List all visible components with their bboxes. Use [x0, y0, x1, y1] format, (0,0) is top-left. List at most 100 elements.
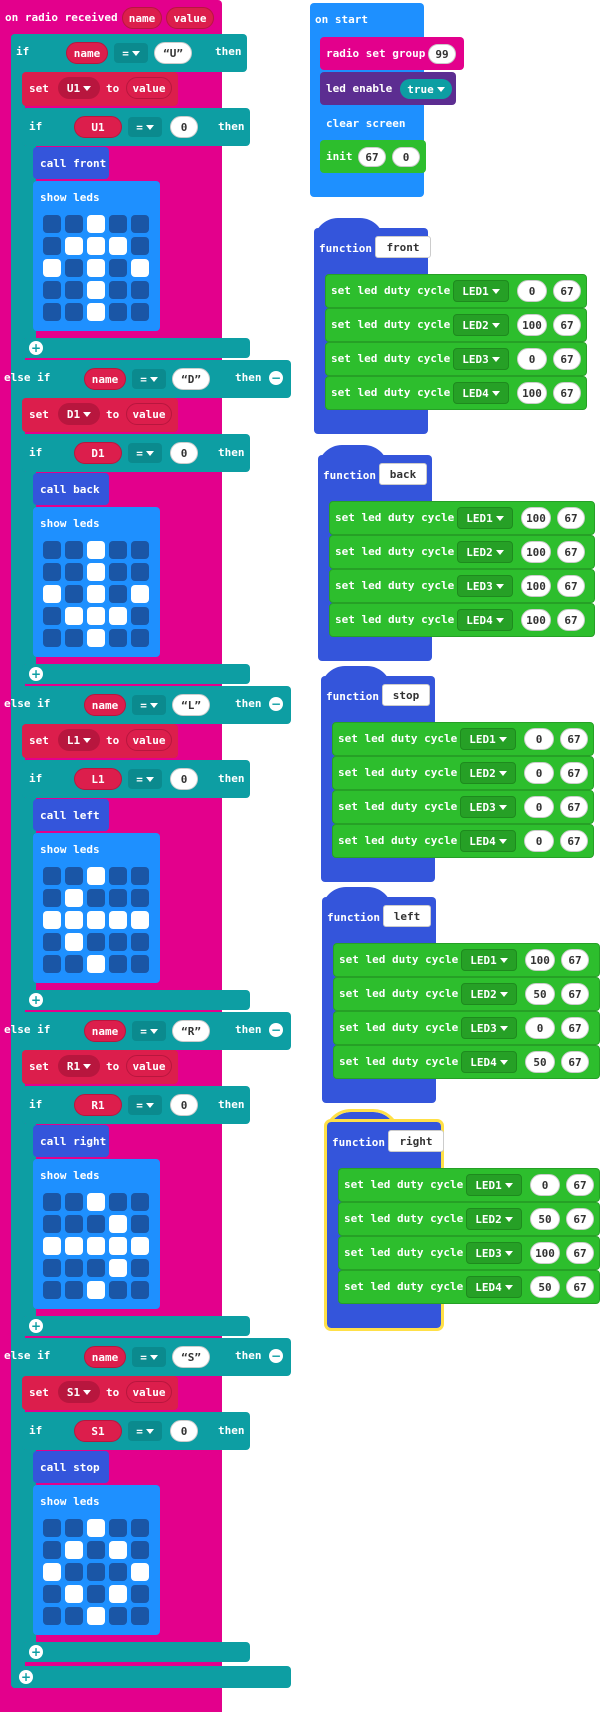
- led-select-dropdown[interactable]: LED3: [453, 348, 509, 370]
- inner-if-number[interactable]: 0: [170, 768, 198, 790]
- inner-if-var-pill[interactable]: D1: [74, 442, 122, 464]
- init-arg-a[interactable]: 67: [358, 147, 386, 167]
- param-name-pill[interactable]: name: [122, 7, 162, 29]
- led-cell[interactable]: [131, 1237, 149, 1255]
- duty-value-pill[interactable]: 100: [525, 949, 555, 971]
- led-matrix[interactable]: [43, 215, 149, 321]
- led-select-dropdown[interactable]: LED1: [457, 507, 513, 529]
- led-cell[interactable]: [43, 933, 61, 951]
- inner-if-var-pill[interactable]: R1: [74, 1094, 122, 1116]
- led-cell[interactable]: [87, 889, 105, 907]
- call-function-block[interactable]: [33, 473, 109, 505]
- led-cell[interactable]: [65, 237, 83, 255]
- led-cell[interactable]: [87, 955, 105, 973]
- duty-value-pill[interactable]: 0: [524, 762, 554, 784]
- led-cell[interactable]: [109, 1607, 127, 1625]
- period-value-pill[interactable]: 67: [561, 1051, 589, 1073]
- led-cell[interactable]: [65, 1237, 83, 1255]
- period-value-pill[interactable]: 67: [566, 1276, 594, 1298]
- led-cell[interactable]: [43, 1541, 61, 1559]
- duty-value-pill[interactable]: 0: [517, 348, 547, 370]
- led-cell[interactable]: [131, 585, 149, 603]
- led-cell[interactable]: [87, 1259, 105, 1277]
- string-literal[interactable]: “L”: [172, 694, 210, 716]
- led-cell[interactable]: [43, 1215, 61, 1233]
- minus-icon[interactable]: −: [269, 697, 283, 711]
- call-function-block[interactable]: [33, 799, 109, 831]
- led-cell[interactable]: [65, 1519, 83, 1537]
- period-value-pill[interactable]: 67: [560, 796, 588, 818]
- branch-var-pill[interactable]: name: [66, 42, 108, 64]
- led-cell[interactable]: [65, 933, 83, 951]
- led-select-dropdown[interactable]: LED1: [461, 949, 517, 971]
- led-cell[interactable]: [65, 585, 83, 603]
- led-cell[interactable]: [43, 541, 61, 559]
- led-select-dropdown[interactable]: LED3: [466, 1242, 522, 1264]
- inner-if-number[interactable]: 0: [170, 1094, 198, 1116]
- led-cell[interactable]: [109, 281, 127, 299]
- param-value-pill[interactable]: value: [166, 7, 214, 29]
- inner-if-number[interactable]: 0: [170, 116, 198, 138]
- compare-op-dropdown[interactable]: =: [132, 1347, 166, 1367]
- led-matrix[interactable]: [43, 1519, 149, 1625]
- led-cell[interactable]: [131, 215, 149, 233]
- inner-if-var-pill[interactable]: L1: [74, 768, 122, 790]
- period-value-pill[interactable]: 67: [561, 983, 589, 1005]
- branch-var-pill[interactable]: name: [84, 1020, 126, 1042]
- init-arg-b[interactable]: 0: [392, 147, 420, 167]
- led-cell[interactable]: [43, 303, 61, 321]
- set-var-dropdown[interactable]: R1: [58, 1055, 100, 1077]
- period-value-pill[interactable]: 67: [557, 575, 585, 597]
- led-cell[interactable]: [65, 1541, 83, 1559]
- string-literal[interactable]: “R”: [172, 1020, 210, 1042]
- period-value-pill[interactable]: 67: [557, 609, 585, 631]
- led-cell[interactable]: [43, 259, 61, 277]
- led-select-dropdown[interactable]: LED4: [461, 1051, 517, 1073]
- duty-value-pill[interactable]: 100: [517, 382, 547, 404]
- led-select-dropdown[interactable]: LED4: [453, 382, 509, 404]
- compare-op-dropdown[interactable]: =: [114, 43, 148, 63]
- period-value-pill[interactable]: 67: [560, 728, 588, 750]
- led-cell[interactable]: [87, 1585, 105, 1603]
- led-cell[interactable]: [43, 1585, 61, 1603]
- led-select-dropdown[interactable]: LED4: [457, 609, 513, 631]
- led-cell[interactable]: [109, 1237, 127, 1255]
- compare-op-dropdown[interactable]: =: [132, 1021, 166, 1041]
- led-cell[interactable]: [87, 259, 105, 277]
- led-select-dropdown[interactable]: LED2: [453, 314, 509, 336]
- duty-value-pill[interactable]: 100: [517, 314, 547, 336]
- led-cell[interactable]: [131, 867, 149, 885]
- led-cell[interactable]: [87, 563, 105, 581]
- led-select-dropdown[interactable]: LED1: [460, 728, 516, 750]
- set-var-dropdown[interactable]: D1: [58, 403, 100, 425]
- string-literal[interactable]: “S”: [172, 1346, 210, 1368]
- led-select-dropdown[interactable]: LED2: [466, 1208, 522, 1230]
- inner-if-var-pill[interactable]: U1: [74, 116, 122, 138]
- led-cell[interactable]: [109, 563, 127, 581]
- minus-icon[interactable]: −: [269, 1023, 283, 1037]
- led-cell[interactable]: [87, 541, 105, 559]
- led-cell[interactable]: [65, 955, 83, 973]
- led-cell[interactable]: [43, 1519, 61, 1537]
- led-cell[interactable]: [65, 1563, 83, 1581]
- led-cell[interactable]: [109, 1541, 127, 1559]
- plus-icon[interactable]: +: [29, 341, 43, 355]
- function-name-field[interactable]: right: [388, 1130, 444, 1152]
- function-name-field[interactable]: back: [379, 463, 427, 485]
- minus-icon[interactable]: −: [269, 371, 283, 385]
- inner-compare-op-dropdown[interactable]: =: [128, 1421, 162, 1441]
- duty-value-pill[interactable]: 100: [521, 609, 551, 631]
- period-value-pill[interactable]: 67: [561, 949, 589, 971]
- led-cell[interactable]: [87, 629, 105, 647]
- led-cell[interactable]: [43, 911, 61, 929]
- led-cell[interactable]: [131, 1281, 149, 1299]
- led-cell[interactable]: [65, 259, 83, 277]
- led-cell[interactable]: [65, 911, 83, 929]
- duty-value-pill[interactable]: 50: [525, 983, 555, 1005]
- led-cell[interactable]: [109, 933, 127, 951]
- set-value-pill[interactable]: value: [126, 1381, 172, 1403]
- led-cell[interactable]: [87, 281, 105, 299]
- led-cell[interactable]: [131, 259, 149, 277]
- led-cell[interactable]: [87, 1607, 105, 1625]
- led-cell[interactable]: [109, 303, 127, 321]
